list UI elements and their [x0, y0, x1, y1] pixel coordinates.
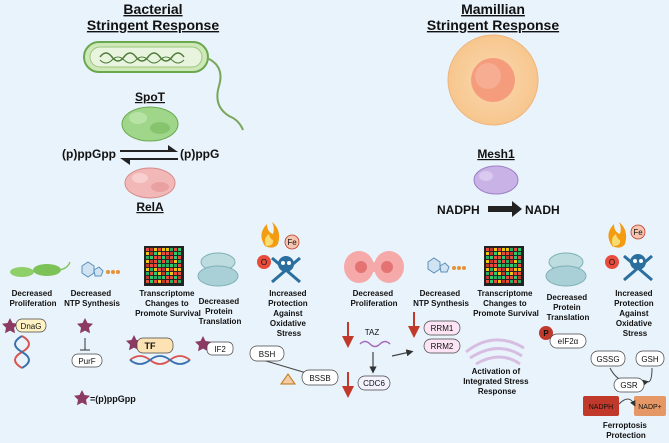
left-oxidative-label: Increased Protection Against Oxidative S… — [268, 289, 310, 338]
left-proliferation-label: Decreased Proliferation — [9, 289, 56, 308]
cascade-arrow-icon — [391, 349, 414, 357]
oxygen-icon — [257, 255, 271, 269]
nadh-label: NADH — [525, 203, 560, 217]
gsh-box — [635, 350, 665, 367]
spot-label: SpoT — [135, 90, 166, 104]
tf-label: TF — [145, 341, 156, 351]
mesh1-arrow-icon — [488, 201, 522, 217]
iron-icon — [284, 234, 300, 250]
flame-icon — [261, 222, 280, 248]
mesh1-protein-icon — [473, 165, 519, 195]
dnag-label: DnaG — [21, 322, 42, 331]
right-title-line2: Stringent Response — [427, 17, 559, 33]
purf-box — [71, 353, 103, 368]
rrm2-label: RRM2 — [431, 342, 454, 351]
right-fe-label: Fe — [633, 228, 643, 237]
right-proliferation-label: Decreased Proliferation — [350, 289, 397, 308]
left-fe-label: Fe — [287, 238, 297, 247]
microarray-icon — [144, 246, 184, 286]
left-translation-label: Decreased Protein Translation — [199, 297, 242, 326]
bsh-label: BSH — [259, 350, 276, 359]
bssb-box — [301, 369, 339, 386]
bacteria-pair-icon — [10, 261, 71, 277]
microarray-icon — [484, 246, 524, 286]
equilibrium-arrows-icon — [120, 145, 178, 165]
ppgpp-star-icon — [2, 318, 18, 334]
ferroptosis-label: Ferroptosis Protection — [603, 421, 649, 440]
ppgpp-star-icon — [77, 318, 93, 334]
flame-icon — [608, 222, 627, 248]
gsh-label: GSH — [641, 355, 659, 364]
right-transcriptome-label: Transcriptome Changes to Promote Surviva… — [473, 289, 539, 318]
nadp-box — [634, 396, 666, 416]
gssg-box — [590, 350, 626, 367]
rrm1-label: RRM1 — [431, 324, 454, 333]
oxygen-icon — [605, 255, 619, 269]
ntp-molecule-icon — [427, 257, 466, 274]
taz-label: TAZ — [365, 328, 380, 337]
rela-label: RelA — [136, 200, 164, 214]
skull-crossbones-icon — [271, 256, 301, 284]
right-o-label: O — [609, 258, 615, 267]
ppgpp-label: (p)ppGpp — [62, 147, 116, 161]
ribosome-icon — [197, 252, 239, 287]
left-o-label: O — [261, 258, 267, 267]
isr-label: Activation of Integrated Stress Response — [463, 367, 531, 396]
ntp-molecule-icon — [81, 261, 120, 278]
dna-helix-icon — [14, 335, 30, 369]
ribosome-icon — [545, 252, 587, 287]
bssb-label: BSSB — [309, 374, 330, 383]
phospho-icon — [539, 326, 553, 340]
right-translation-label: Decreased Protein Translation — [547, 293, 590, 322]
bsh-box — [249, 345, 285, 362]
gsr-label: GSR — [620, 381, 638, 390]
eif2a-box — [549, 333, 587, 349]
left-ntp-label: Decreased NTP Synthesis — [64, 289, 120, 308]
iron-icon — [630, 224, 646, 240]
rrm1-box — [423, 320, 461, 336]
nadph-box — [583, 396, 619, 416]
nadph-arrow-icon — [618, 398, 636, 407]
tf-box — [136, 337, 174, 354]
right-ntp-label: Decreased NTP Synthesis — [413, 289, 469, 308]
mesh1-label: Mesh1 — [477, 147, 515, 161]
purf-label: PurF — [78, 357, 95, 366]
cdc6-label: CDC6 — [363, 379, 385, 388]
dnag-box — [15, 318, 47, 333]
right-title-line1: Mamillian — [461, 1, 525, 17]
ppg-label: (p)ppG — [180, 147, 219, 161]
gssg-label: GSSG — [596, 355, 619, 364]
mammalian-cell-icon — [447, 34, 539, 126]
left-title-line2: Stringent Response — [87, 17, 219, 33]
nadph-label: NADPH — [437, 203, 480, 217]
bacterium-icon — [83, 41, 244, 131]
rela-protein-icon — [124, 167, 176, 199]
nadp-label: NADP+ — [638, 404, 662, 411]
left-title-line1: Bacterial — [123, 1, 182, 17]
legend-label: =(p)ppGpp — [90, 394, 136, 404]
skull-crossbones-icon — [623, 254, 653, 282]
nadph-small-label: NADPH — [589, 404, 614, 411]
dna-strand-icon — [129, 355, 191, 365]
gsr-box — [613, 377, 645, 393]
if2-label: IF2 — [214, 345, 226, 354]
left-transcriptome-label: Transcriptome Changes to Promote Surviva… — [135, 289, 201, 318]
legend-star-icon — [74, 390, 90, 406]
cdc6-box — [357, 375, 391, 391]
dividing-cell-icon — [344, 251, 404, 283]
eif2a-label: eIF2α — [558, 337, 579, 346]
mrna-icon — [359, 340, 391, 348]
spot-protein-icon — [121, 106, 179, 142]
right-oxidative-label: Increased Protection Against Oxidative S… — [614, 289, 656, 338]
if2-box — [206, 341, 234, 356]
phospho-label: P — [543, 329, 549, 338]
rrm2-box — [423, 338, 461, 354]
endoplasmic-reticulum-icon — [465, 338, 525, 366]
cycle-arrow-icon — [647, 367, 653, 383]
